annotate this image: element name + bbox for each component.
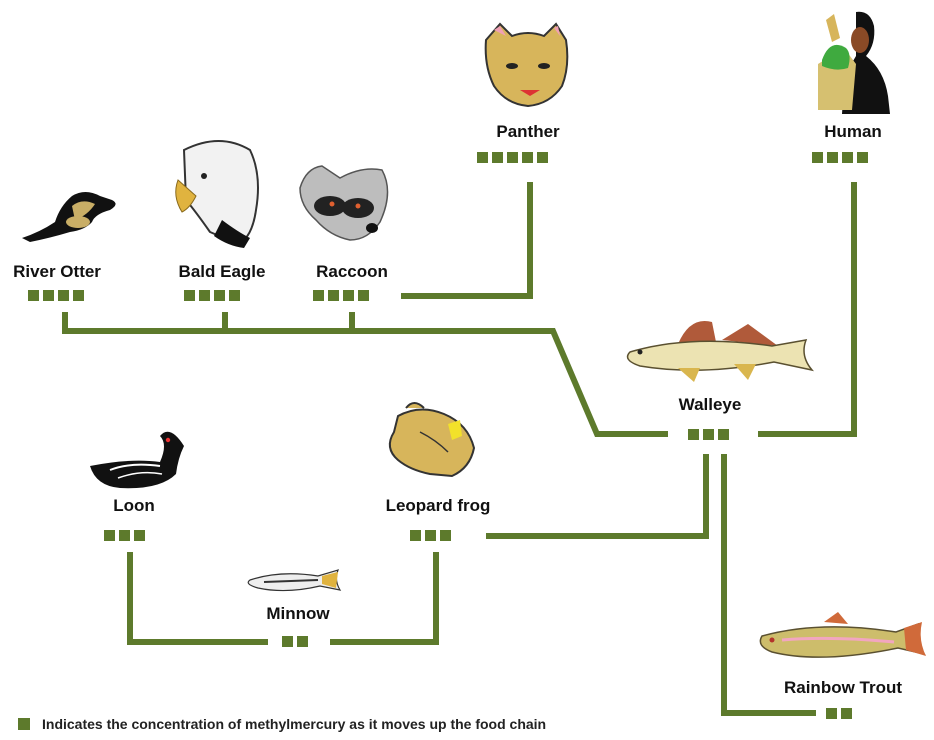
markers-minnow	[282, 636, 308, 647]
concentration-square	[43, 290, 54, 301]
concentration-square	[184, 290, 195, 301]
concentration-square	[425, 530, 436, 541]
loon-image	[90, 431, 184, 489]
concentration-square	[358, 290, 369, 301]
markers-bald-eagle	[184, 290, 240, 301]
concentration-square	[73, 290, 84, 301]
label-bald-eagle: Bald Eagle	[178, 262, 266, 281]
label-panther: Panther	[496, 122, 560, 141]
concentration-square	[134, 530, 145, 541]
walleye-image	[626, 320, 815, 382]
concentration-square	[58, 290, 69, 301]
connector-trout	[721, 454, 816, 716]
connector-frog	[486, 454, 709, 539]
raccoon-image	[299, 165, 389, 241]
concentration-square	[104, 530, 115, 541]
concentration-square	[410, 530, 421, 541]
markers-rainbow-trout	[826, 708, 852, 719]
legend-marker	[18, 718, 30, 730]
markers-raccoon	[313, 290, 369, 301]
concentration-square	[827, 152, 838, 163]
label-rainbow-trout: Rainbow Trout	[783, 678, 903, 697]
concentration-square	[199, 290, 210, 301]
connector-human	[758, 182, 857, 437]
concentration-square	[522, 152, 533, 163]
concentration-square	[440, 530, 451, 541]
concentration-square	[313, 290, 324, 301]
connector-minnow-frog	[330, 552, 439, 645]
river-otter-image	[22, 192, 116, 242]
label-walleye: Walleye	[678, 395, 742, 414]
markers-loon	[104, 530, 145, 541]
concentration-square	[28, 290, 39, 301]
concentration-square	[537, 152, 548, 163]
concentration-square	[812, 152, 823, 163]
concentration-square	[492, 152, 503, 163]
human-image	[818, 11, 890, 114]
concentration-square	[229, 290, 240, 301]
concentration-square	[343, 290, 354, 301]
concentration-square	[297, 636, 308, 647]
bald-eagle-image	[175, 140, 259, 248]
label-raccoon: Raccoon	[316, 262, 388, 281]
markers-river-otter	[28, 290, 84, 301]
label-minnow: Minnow	[266, 604, 330, 623]
markers-walleye	[688, 429, 729, 440]
legend-text: Indicates the concentration of methylmer…	[42, 716, 547, 732]
concentration-square	[841, 708, 852, 719]
rainbow-trout-image	[759, 612, 926, 658]
panther-image	[484, 22, 569, 108]
legend: Indicates the concentration of methylmer…	[18, 716, 546, 732]
minnow-image	[247, 569, 342, 592]
concentration-square	[328, 290, 339, 301]
concentration-square	[703, 429, 714, 440]
concentration-square	[826, 708, 837, 719]
markers-panther	[477, 152, 548, 163]
concentration-square	[688, 429, 699, 440]
leopard-frog-image	[388, 402, 476, 478]
connector-loon-minnow	[127, 552, 268, 645]
markers-leopard-frog	[410, 530, 451, 541]
concentration-square	[214, 290, 225, 301]
concentration-square	[477, 152, 488, 163]
concentration-square	[507, 152, 518, 163]
label-human: Human	[824, 122, 882, 141]
label-river-otter: River Otter	[13, 262, 101, 281]
concentration-square	[282, 636, 293, 647]
label-loon: Loon	[113, 496, 155, 515]
markers-human	[812, 152, 868, 163]
concentration-square	[842, 152, 853, 163]
concentration-square	[857, 152, 868, 163]
concentration-square	[119, 530, 130, 541]
concentration-square	[718, 429, 729, 440]
connector-otter-eagle-raccoon	[62, 312, 668, 437]
connector-panther	[401, 182, 533, 299]
label-leopard-frog: Leopard frog	[385, 496, 491, 515]
